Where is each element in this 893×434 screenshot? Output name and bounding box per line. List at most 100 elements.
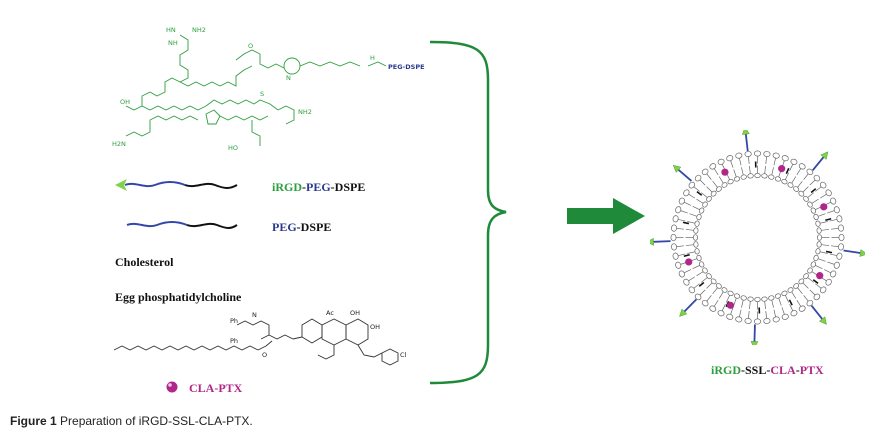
lipid-head [833,206,840,214]
process-arrow-icon [567,198,645,234]
dspe-text: DSPE [300,220,332,234]
peg-chain [653,240,671,243]
lipid-head [819,286,827,294]
lipid-head [813,254,819,262]
lipid-head [838,224,844,232]
lipid-head [825,278,832,286]
lipid-head [787,182,794,188]
lipid-head [838,243,844,251]
lipid-head [693,227,699,234]
svg-text:Cl: Cl [400,351,407,359]
cla-text: CLA [770,363,796,377]
dspe-text: DSPE [334,180,366,194]
atom-oh: OH [120,98,130,106]
lipid-head [744,151,752,157]
irgd-peg-dspe-icon [115,179,238,191]
lipid-head [698,207,705,214]
lipid-head [803,273,809,280]
irgd-ligand-icon [741,130,750,135]
lipid-head [706,273,712,280]
lipid-head [753,318,762,325]
peg-chain [843,249,861,254]
lipid-head [727,178,734,185]
irgd-ligand-icon [679,308,688,317]
lipid-head [836,252,843,260]
cholesterol-label: Cholesterol [115,255,174,269]
lipid-head [735,316,743,323]
grouping-bracket [429,40,507,385]
separator: - [302,180,306,194]
lipid-head [702,201,708,208]
lipid-head [715,186,722,192]
lipid-head [717,158,725,165]
peg-dspe-label: PEG-DSPE [272,220,331,235]
lipid-head [726,313,734,320]
cholesterol-mark [810,188,817,194]
svg-text:Ph: Ph [230,337,238,345]
cla-ptx-label: CLA-PTX [189,381,243,395]
lipid-head [710,278,717,285]
lipid-head [830,197,837,205]
svg-text:Ac: Ac [326,309,334,317]
lipid-head [672,252,679,260]
lipid-head [710,190,717,197]
lipid-head [744,318,752,324]
lipid-head [781,178,788,185]
figure-caption: Figure 1 Preparation of iRGD-SSL-CLA-PTX… [10,414,253,428]
lipid-head [774,293,782,299]
lipid-head [798,278,805,285]
lipid-head [768,295,775,301]
lipid-head [816,241,822,248]
svg-text:O: O [262,351,267,359]
lipid-head [810,207,817,214]
lipid-head [803,195,809,202]
atom-h: H [370,54,375,62]
lipid-head [670,233,677,242]
lipid-head [717,310,725,317]
lipid-head [735,152,743,159]
lipid-head [813,213,819,221]
lipid-head [726,155,734,162]
separator: - [795,363,800,377]
lipid-head [715,283,722,289]
svg-text:N: N [252,311,257,319]
lipid-head [816,234,823,241]
lipid-head [694,293,702,301]
lipid-head [806,168,814,176]
lipid-head [761,173,768,179]
irgd-ligand-icon [650,237,655,246]
lipid-head [790,310,798,317]
cholesterol-mark [825,218,832,222]
lipid-head [807,267,813,274]
lipid-head [672,215,679,223]
lipid-head [698,261,705,268]
lipid-head [838,233,845,242]
cla-ptx-structure: Ph N Ph O Ac OH OH Cl [113,309,407,366]
cholesterol-mark [682,221,690,225]
lipid-head [733,176,741,182]
atom-o: O [248,42,253,50]
separator: - [330,180,335,194]
lipid-head [675,261,682,269]
lipid-head [678,270,685,278]
lipid-head [754,296,761,303]
lipid-head [833,261,840,269]
atom-nh2-b: NH2 [298,108,312,116]
peg-text: PEG [306,180,331,194]
cla-ptx-sphere-icon [721,168,729,176]
atom-h2n: H2N [112,140,126,148]
irgd-ligand-icon [820,151,829,160]
irgd-text: iRGD [272,180,302,194]
lipid-head [701,168,709,176]
lipid-head [781,155,789,162]
lipid-head [815,248,821,255]
lipid-head [678,197,685,205]
irgd-ligand-icon [859,249,865,257]
lipid-head [798,305,806,312]
cla-ptx-sphere-icon [726,301,735,309]
lipid-head [709,305,717,312]
lipid-head [763,318,771,324]
lipid-head [813,293,821,301]
irgd-text: iRGD [711,363,741,377]
peg-text: PEG [272,220,297,234]
